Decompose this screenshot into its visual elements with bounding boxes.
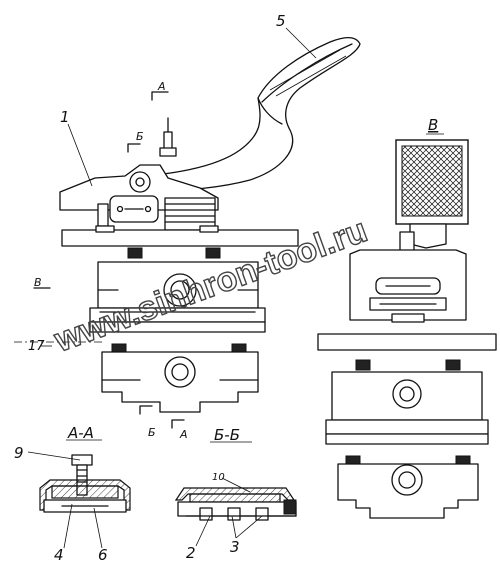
pedal-lever <box>119 37 361 193</box>
label-part-4: 4 <box>54 546 64 564</box>
view-b-lower-port <box>391 464 423 496</box>
label-cut-a-top: A <box>157 80 166 93</box>
lower-port <box>164 356 196 388</box>
label-part-17: 17 <box>28 339 45 354</box>
mounting-plate <box>61 229 299 247</box>
label-part-5: 5 <box>276 12 286 30</box>
label-part-6: 6 <box>98 546 108 564</box>
label-view-b: B <box>428 116 438 134</box>
label-cut-b-bottom: Б <box>148 426 156 439</box>
label-part-2: 2 <box>186 544 196 562</box>
label-part-3: 3 <box>230 538 240 556</box>
rubber-boot <box>164 197 216 231</box>
label-view-b-mark: B <box>34 276 42 289</box>
view-b <box>317 139 497 519</box>
label-part-10: 10 <box>212 472 225 483</box>
part-labels: 1 5 9 4 6 2 3 10 17 B B А-А Б-Б A Б Б A <box>14 12 438 564</box>
label-cut-a-bottom: A <box>179 428 188 441</box>
label-cut-b-top: Б <box>136 130 144 143</box>
label-part-9: 9 <box>14 444 24 462</box>
section-b-b <box>174 487 297 521</box>
view-b-upper-port <box>392 379 422 409</box>
upper-port <box>163 273 197 307</box>
label-part-1: 1 <box>60 108 70 126</box>
label-section-aa: А-А <box>67 424 94 442</box>
label-section-bb: Б-Б <box>214 426 240 444</box>
view-b-mounting-plate <box>317 333 497 351</box>
pivot-pin <box>129 171 151 193</box>
main-view <box>14 37 361 429</box>
leader-lines <box>27 27 444 549</box>
section-a-a <box>39 454 131 513</box>
